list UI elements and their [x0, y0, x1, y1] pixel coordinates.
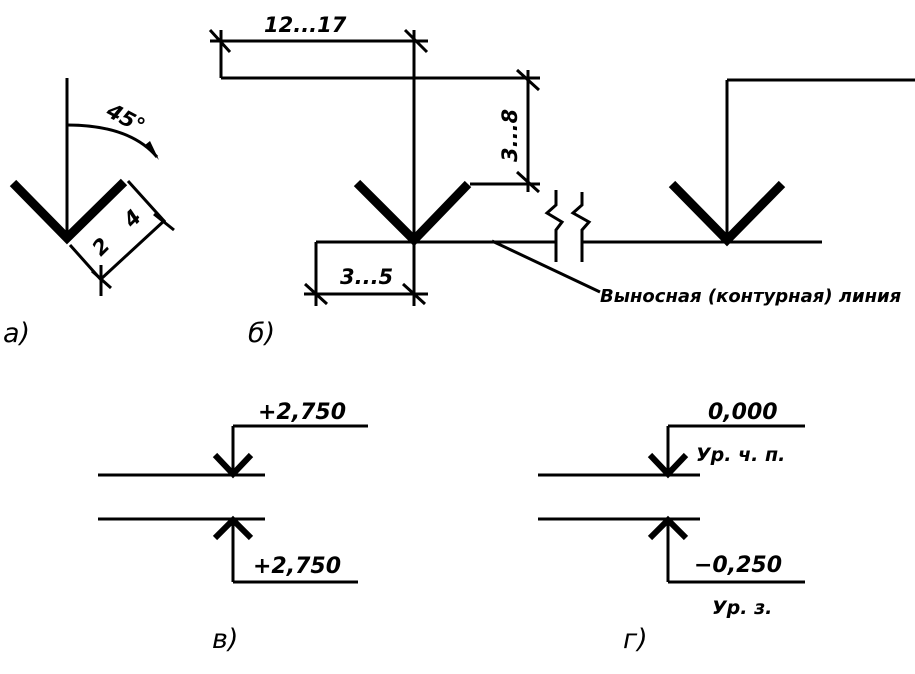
panel-v-mark-top: +2,750: [258, 400, 346, 425]
panel-a-elevation-arrow: [9, 178, 128, 245]
panel-v-caption: в): [212, 624, 238, 655]
panel-a-dim-tick: [153, 212, 175, 232]
panel-g-mark-top: 0,000: [708, 400, 778, 425]
panel-b-elevation-arrow: [668, 180, 786, 247]
panel-v-mark-bottom: +2,750: [253, 554, 341, 579]
panel-a-dim-short: 2: [87, 233, 114, 260]
panel-g: 0,000 Ур. ч. п. −0,250 Ур. з. г): [538, 400, 805, 655]
panel-b-dim-bottom: 3...5: [340, 265, 393, 289]
panel-b-dim-tick: [401, 282, 427, 306]
panel-b-dim-tick: [403, 28, 429, 54]
panel-b-break-mark: [570, 192, 592, 262]
panel-a-dim-line-long: [99, 218, 167, 281]
panel-a-caption: а): [3, 318, 30, 349]
panel-g-label-bottom: Ур. з.: [712, 597, 772, 619]
panel-v: +2,750 +2,750 в): [98, 400, 368, 655]
panel-g-mark-bottom: −0,250: [694, 553, 782, 578]
panel-a: 45° 2 4 а): [3, 78, 175, 349]
panel-a-ext-line: [68, 244, 105, 283]
panel-b: 12...17 3...8 3...5 Выносная (контурная)…: [208, 13, 915, 349]
panel-g-label-top: Ур. ч. п.: [696, 444, 785, 466]
panel-a-angle-arc: [66, 123, 159, 158]
panel-b-caption: б): [248, 318, 275, 349]
panel-g-caption: г): [623, 624, 648, 655]
panel-b-dim-top: 12...17: [264, 13, 347, 37]
panel-b-note-leader: [491, 239, 601, 294]
panel-a-dim-long: 4: [118, 205, 146, 233]
panel-b-dim-vertical: 3...8: [498, 109, 522, 162]
panel-a-arc-arrowhead: [145, 141, 159, 160]
panel-b-dim-tick: [515, 170, 541, 194]
panel-b-leader-note: Выносная (контурная) линия: [600, 286, 902, 307]
panel-a-ext-line: [126, 179, 167, 224]
panel-a-angle-label: 45°: [102, 98, 149, 138]
panel-b-dim-tick: [515, 68, 541, 92]
panel-b-break-mark: [544, 190, 565, 262]
panel-b-dim-tick: [303, 282, 329, 306]
